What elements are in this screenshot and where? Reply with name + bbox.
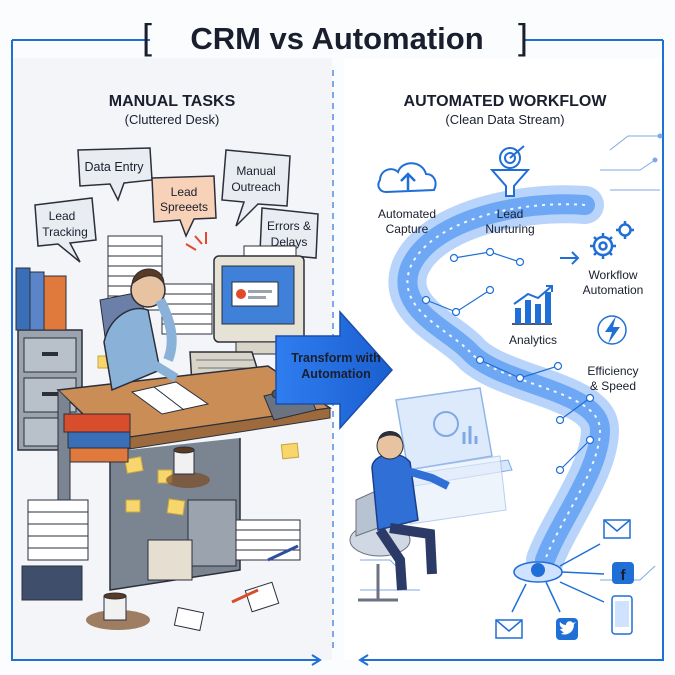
floor-coffee-mug (86, 592, 150, 630)
feature-efficiency-speed: Efficiency & Speed (587, 315, 639, 393)
feature-label: Capture (386, 222, 429, 236)
right-heading: AUTOMATED WORKFLOW (404, 93, 608, 110)
bubble-text: Lead (49, 209, 76, 223)
feature-label: Automation (583, 283, 644, 297)
channel-arrows (511, 543, 605, 613)
facebook-icon: f (612, 562, 634, 584)
holographic-screen (395, 387, 493, 471)
flow-arrow (560, 251, 580, 265)
pens (231, 544, 299, 604)
title-bracket-left: [ (142, 16, 152, 57)
left-heading: MANUAL TASKS (109, 93, 236, 110)
page-title: CRM vs Automation (190, 21, 483, 56)
twitter-icon (556, 618, 578, 640)
feature-label: & Speed (590, 379, 636, 393)
feature-label: Analytics (509, 333, 557, 347)
feature-analytics: Analytics (509, 285, 557, 347)
lightning-icon (597, 315, 627, 345)
bubble-lead-tracking: Lead Tracking (34, 197, 97, 263)
svg-text:f: f (621, 567, 627, 584)
bubble-text: Lead (171, 185, 198, 199)
stress-marks (185, 232, 207, 251)
mobile-phone-icon (611, 595, 633, 635)
email-icon (603, 519, 631, 539)
open-notebook (130, 381, 210, 415)
binders (15, 267, 67, 331)
red-binders (63, 413, 131, 463)
bubble-manual-outreach: Manual Outreach (221, 149, 291, 227)
seated-worker (349, 431, 450, 602)
feature-lead-nurturing: Lead Nurturing (485, 145, 535, 236)
bubble-lead-spreadsheets: Lead Spreeets (151, 175, 217, 238)
cluttered-desk-illustration (15, 235, 333, 632)
crt-monitor (213, 255, 305, 355)
feature-label: Lead (497, 207, 524, 221)
bubble-text: Outreach (231, 180, 280, 194)
feature-label: Workflow (588, 268, 637, 282)
gears-icon (590, 221, 634, 259)
floor-papers (27, 499, 301, 632)
email-icon (495, 619, 523, 639)
bubble-text: Errors & (267, 219, 311, 233)
bar-chart-icon (512, 285, 553, 325)
coffee-mug (166, 446, 210, 488)
storage-box (21, 565, 83, 601)
funnel-target-icon (489, 145, 531, 197)
data-stream (388, 185, 620, 579)
feature-label: Automated (378, 207, 436, 221)
automation-hub (513, 561, 563, 583)
bubble-text: Tracking (42, 225, 88, 239)
feature-label: Efficiency (587, 364, 638, 378)
network-nodes (421, 247, 595, 475)
feature-label: Nurturing (485, 222, 534, 236)
arrow-text: Automation (301, 367, 370, 381)
arrow-text: Transform with (291, 351, 381, 365)
feature-automated-capture: Automated Capture (377, 162, 437, 236)
left-subheading: (Cluttered Desk) (125, 112, 220, 127)
feature-workflow-automation: Workflow Automation (583, 221, 644, 297)
title-bracket-right: ] (518, 16, 528, 57)
cloud-upload-icon (377, 162, 437, 194)
bubble-text: Data Entry (84, 160, 144, 174)
right-subheading: (Clean Data Stream) (445, 112, 564, 127)
bubble-text: Manual (236, 164, 275, 178)
clean-workstation (349, 387, 513, 602)
bubble-text: Spreeets (160, 200, 208, 214)
bubble-data-entry: Data Entry (77, 147, 153, 202)
transform-arrow: Transform with Automation (275, 310, 394, 430)
stressed-worker (99, 268, 179, 392)
